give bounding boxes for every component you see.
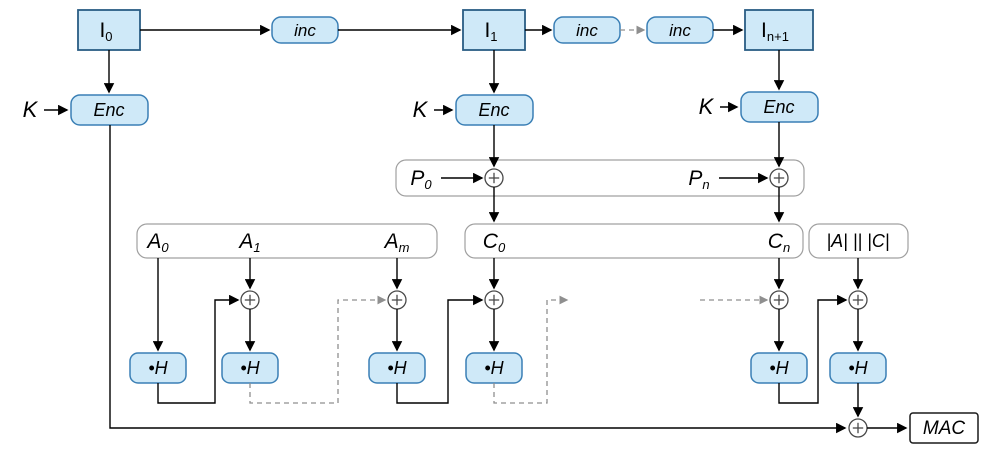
aad-a0-label: A0	[145, 230, 169, 255]
hash-label-3: •H	[387, 358, 407, 378]
hash-label-1: •H	[148, 358, 168, 378]
length-block-label: |A| || |C|	[826, 231, 889, 251]
hash-label-4: •H	[484, 358, 504, 378]
aad-container	[136, 223, 438, 259]
mac-row: MAC	[109, 125, 979, 444]
cipher-c0-label: C0	[483, 230, 506, 255]
xor-pn-icon	[769, 168, 789, 188]
inc-label-1: inc	[294, 21, 316, 40]
aad-a1-label: A1	[237, 230, 260, 255]
hash-label-5: •H	[769, 358, 789, 378]
plaintext-row: P0 Pn	[395, 122, 805, 223]
plaintext-container	[395, 159, 805, 197]
xor-cn-icon	[769, 290, 789, 310]
inc-label-3: inc	[669, 21, 691, 40]
data-blocks-row: A0 A1 Am C0 Cn |A| || |C|	[136, 223, 909, 259]
xor-am-icon	[387, 290, 407, 310]
key-label-2: K	[413, 97, 429, 122]
chain-hash4-continues-dashed	[493, 295, 569, 404]
plaintext-pn-label: Pn	[688, 167, 709, 192]
counter-in1-label: In+1	[761, 19, 789, 44]
mac-box	[909, 412, 979, 444]
enc-label-1: Enc	[93, 100, 124, 120]
chain-hash2-to-xor-am-dashed	[249, 295, 387, 404]
xor-a1-icon	[240, 290, 260, 310]
counter-i1-label: I1	[484, 19, 497, 44]
enc-label-3: Enc	[763, 97, 794, 117]
line-enc1-to-final-xor	[109, 125, 847, 434]
ghash-xor-row	[152, 258, 868, 352]
plaintext-p0-label: P0	[410, 167, 432, 192]
ciphertext-container	[464, 223, 804, 259]
counter-block-i0	[77, 9, 141, 51]
ghash-chain-paths	[157, 294, 848, 404]
xor-c0-icon	[484, 290, 504, 310]
xor-length-icon	[848, 290, 868, 310]
hash-label-2: •H	[240, 358, 260, 378]
ghash-multiply-row: •H •H •H •H •H •H	[129, 352, 887, 384]
mac-label: MAC	[923, 418, 966, 439]
chain-hash3-to-xor-c0	[396, 294, 484, 404]
chain-hash5-to-xor-length	[778, 294, 848, 404]
key-label-1: K	[23, 97, 39, 122]
enc-label-2: Enc	[478, 100, 509, 120]
xor-final-icon	[848, 418, 868, 438]
key-label-3: K	[699, 94, 715, 119]
xor-p0-icon	[484, 168, 504, 188]
counter-block-in1	[744, 9, 814, 51]
hash-label-6: •H	[848, 358, 868, 378]
chain-hash1-to-xor-a1	[157, 294, 240, 404]
counter-row: I0 inc I1 inc inc In+1	[77, 9, 814, 51]
aad-am-label: Am	[383, 230, 410, 255]
cipher-cn-label: Cn	[768, 230, 790, 255]
inc-label-2: inc	[576, 21, 598, 40]
enc-row: K Enc K Enc K Enc	[23, 50, 819, 126]
counter-i0-label: I0	[99, 19, 112, 44]
